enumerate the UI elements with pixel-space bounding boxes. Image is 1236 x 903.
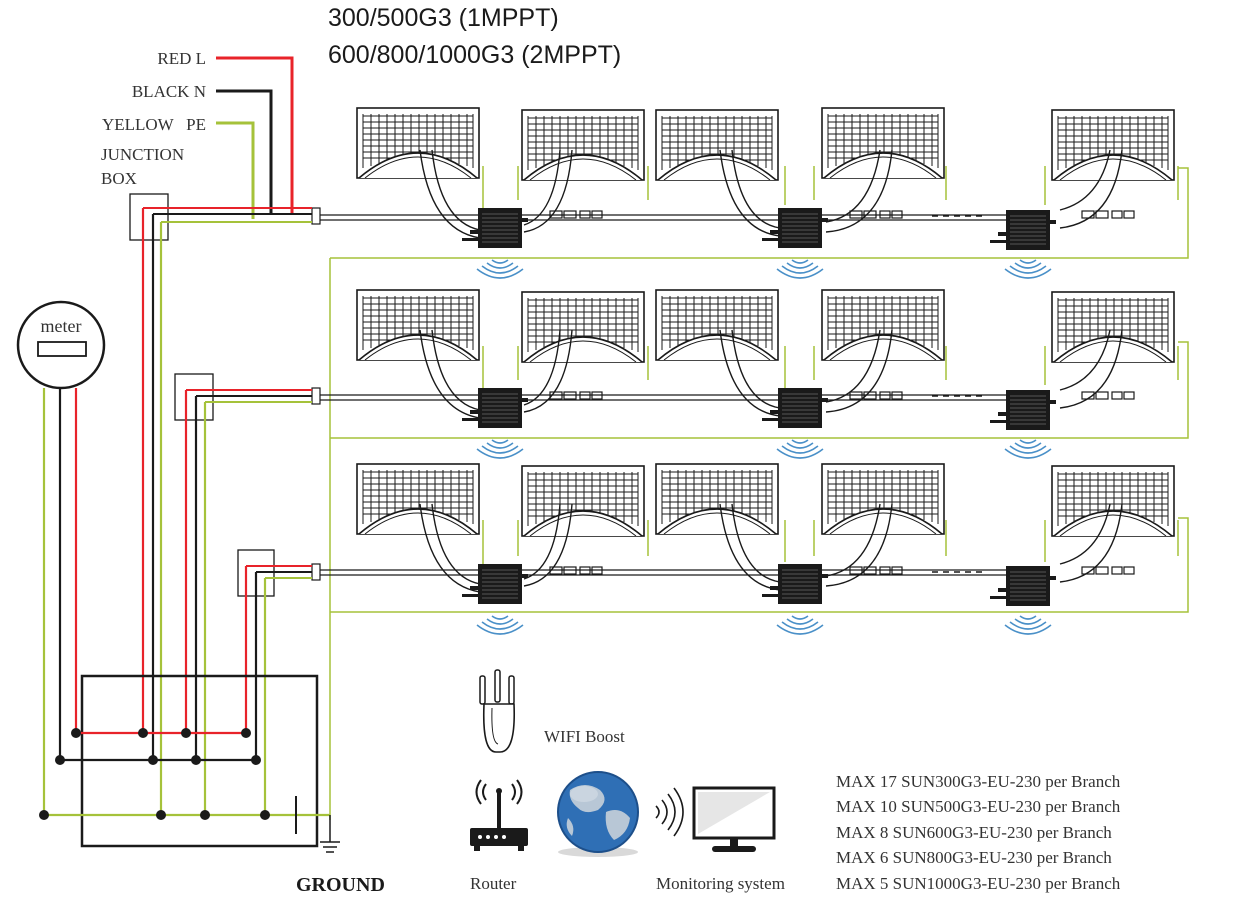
connectors-icon [1081, 566, 1135, 575]
ground-label: GROUND [296, 874, 385, 896]
wifi-signal-icon [1004, 259, 1052, 279]
wifi-signal-icon [476, 439, 524, 459]
meter-label: meter [41, 316, 82, 336]
feeder-wires [141, 208, 267, 815]
solar-panel-icon [521, 465, 645, 537]
solar-panel-icon [821, 107, 945, 179]
router-label: Router [470, 874, 517, 893]
wifi-boost-label: WIFI Boost [544, 727, 625, 746]
branch-row-1 [316, 107, 1175, 279]
distribution-box [39, 674, 330, 848]
wifi-signal-icon [476, 259, 524, 279]
legend-black-n: BLACK N [132, 82, 206, 101]
wifi-signal-icon [476, 615, 524, 635]
junction-box-3 [237, 549, 321, 597]
solar-panel-icon [356, 107, 480, 179]
solar-panel-icon [1051, 109, 1175, 181]
solar-panel-icon [655, 463, 779, 535]
solar-panel-icon [1051, 291, 1175, 363]
wifi-signal-icon [1004, 439, 1052, 459]
solar-panel-icon [821, 463, 945, 535]
solar-panel-icon [356, 463, 480, 535]
branch-row-3 [316, 463, 1175, 635]
wifi-signal-icon [776, 259, 824, 279]
branch-limit-300: MAX 17 SUN300G3-EU-230 per Branch [836, 772, 1121, 791]
solar-panel-icon [1051, 465, 1175, 537]
monitor-icon [692, 786, 776, 852]
branch-limit-500: MAX 10 SUN500G3-EU-230 per Branch [836, 797, 1121, 816]
legend-red-l: RED L [157, 49, 206, 68]
pe-bus-lines [329, 166, 1189, 820]
branch-limit-600: MAX 8 SUN600G3-EU-230 per Branch [836, 823, 1112, 842]
title-line-1: 300/500G3 (1MPPT) [328, 4, 559, 32]
micro-inverter-icon [989, 565, 1057, 607]
junction-box-2 [174, 373, 321, 421]
branch-row-2 [316, 289, 1175, 459]
junction-box-label-line-1: JUNCTION [101, 145, 184, 164]
meter-icon: meter [16, 300, 106, 390]
wifi-booster-icon [479, 669, 516, 753]
legend-yellow-pe: YELLOW PE [102, 115, 206, 134]
title-line-2: 600/800/1000G3 (2MPPT) [328, 41, 621, 69]
branch-limits-list: MAX 17 SUN300G3-EU-230 per Branch MAX 10… [836, 772, 1121, 893]
solar-panel-icon [821, 289, 945, 361]
solar-panel-icon [356, 289, 480, 361]
wifi-signal-icon [776, 615, 824, 635]
wifi-signal-icon [776, 439, 824, 459]
branch-limit-800: MAX 6 SUN800G3-EU-230 per Branch [836, 848, 1112, 867]
monitoring-label: Monitoring system [656, 874, 785, 893]
router-icon [470, 779, 528, 851]
legend-wires [216, 56, 294, 219]
micro-inverter-icon [989, 389, 1057, 431]
wifi-signal-icon [655, 787, 684, 837]
solar-panel-icon [521, 291, 645, 363]
junction-box-label-line-2: BOX [101, 169, 137, 188]
wifi-signal-icon [1004, 615, 1052, 635]
globe-icon [557, 771, 639, 857]
meter-wires [42, 388, 78, 815]
branch-limit-1000: MAX 5 SUN1000G3-EU-230 per Branch [836, 874, 1121, 893]
solar-panel-icon [655, 109, 779, 181]
solar-panel-icon [521, 109, 645, 181]
ground-icon [320, 815, 340, 853]
micro-inverter-icon [989, 209, 1057, 251]
micro-inverter-icon [761, 207, 829, 249]
solar-panel-icon [655, 289, 779, 361]
micro-inverter-icon [761, 387, 829, 429]
